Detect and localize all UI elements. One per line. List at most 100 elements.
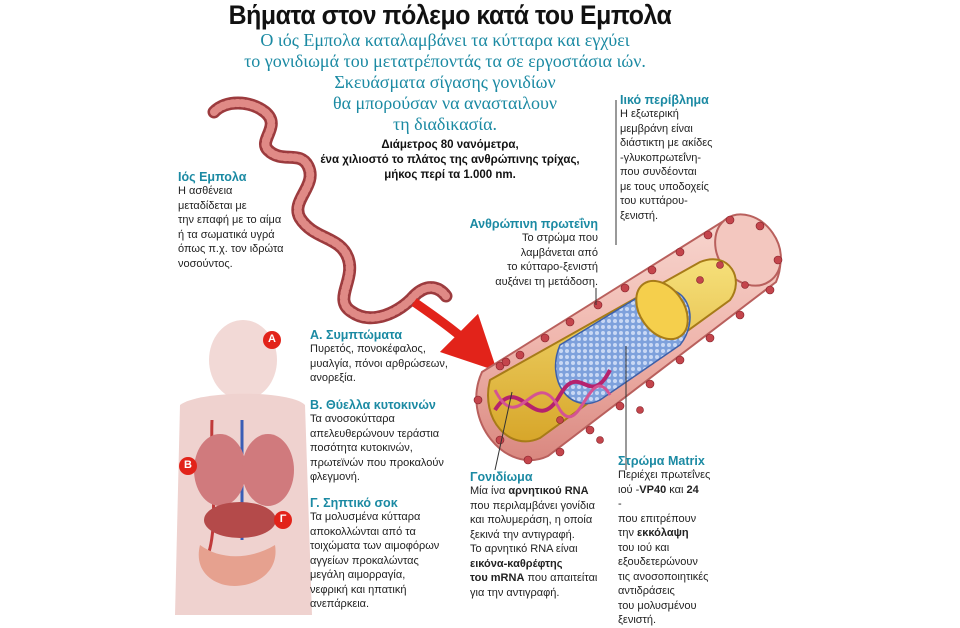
septic-text: Τα μολυσμένα κύτταρα αποκολλώνται από τα… bbox=[310, 510, 439, 612]
genome-text-span: που απαιτείται bbox=[524, 572, 598, 584]
septic-line: τοιχώματα των αιμοφόρων bbox=[310, 540, 440, 552]
genome-heading: Γονιδίωμα bbox=[470, 470, 533, 484]
cytokine-line: απελευθερώνουν τεράστια bbox=[310, 427, 440, 440]
cytokine-heading: Β. Θύελλα κυτοκινών bbox=[310, 398, 436, 412]
cytokine-line: πρωτεϊνών που προκαλούν bbox=[310, 456, 444, 469]
septic-heading: Γ. Σηπτικό σοκ bbox=[310, 496, 398, 510]
virus-callout: Ιός Εμπολα Η ασθένεια μεταδίδεται με την… bbox=[178, 170, 284, 271]
envelope-callout: Ιικό περίβλημα Η εξωτερική μεμβράνη είνα… bbox=[620, 93, 712, 223]
cytokine-line: φλεγμονή. bbox=[310, 471, 360, 483]
envelope-line: διάστικτη με ακίδες bbox=[620, 137, 713, 149]
illustration-layer bbox=[175, 96, 783, 615]
cytokine-line: ποσότητα κυτοκινών, bbox=[310, 442, 413, 454]
virus-heading: Ιός Εμπολα bbox=[178, 170, 247, 184]
envelope-line: -γλυκοπρωτεΐνη- bbox=[620, 151, 701, 164]
leader-lines bbox=[494, 100, 627, 471]
protein-line: Το στρώμα που bbox=[522, 232, 598, 244]
matrix-line: του ιού και bbox=[618, 541, 670, 554]
virus-text: Η ασθένεια μεταδίδεται με την επαφή με τ… bbox=[178, 184, 284, 271]
symptoms-text: Πυρετός, πονοκέφαλος, μυαλγία, πόνοι αρθ… bbox=[310, 342, 448, 386]
envelope-text: Η εξωτερική μεμβράνη είναι διάστικτη με … bbox=[620, 107, 712, 223]
symptoms-line: μυαλγία, πόνοι αρθρώσεων, bbox=[310, 357, 448, 370]
septic-line: αποκολλώνται από τα bbox=[310, 525, 416, 538]
page-title: Βήματα στον πόλεμο κατά του Εμπολα bbox=[228, 0, 672, 30]
matrix-line: Περιέχει πρωτεΐνες bbox=[618, 469, 711, 481]
envelope-line: Η εξωτερική bbox=[620, 108, 679, 120]
matrix-text-span: ιού - bbox=[618, 483, 640, 496]
genome-line: ξεκινά την αντιγραφή. bbox=[470, 528, 575, 541]
genome-text: Μία ίνα αρνητικού RNA που περιλαμβάνει γ… bbox=[470, 484, 597, 600]
septic-line: μεγάλη αιμορραγία, bbox=[310, 569, 406, 581]
intro-line: Σκευάσματα σίγασης γονιδίων bbox=[334, 72, 556, 92]
badge-a: A bbox=[268, 333, 276, 345]
cytokine-text: Τα ανοσοκύτταρα απελευθερώνουν τεράστια … bbox=[310, 412, 444, 485]
matrix-text-span: και bbox=[666, 483, 687, 496]
envelope-line: του κυττάρου- bbox=[620, 195, 688, 207]
protein-line: λαμβάνεται από bbox=[520, 246, 598, 259]
symptoms-line: ανορεξία. bbox=[310, 372, 356, 384]
genome-callout: Γονιδίωμα Μία ίνα αρνητικού RNA που περι… bbox=[470, 470, 597, 600]
genome-line: που περιλαμβάνει γονίδια bbox=[470, 499, 595, 512]
virus-line: ή τα σωματικά υγρά bbox=[178, 228, 275, 241]
badge-b: B bbox=[184, 459, 192, 471]
dimensions-line: μήκος περί τα 1.000 nm. bbox=[384, 169, 516, 181]
genome-bold-span: εικόνα-καθρέφτης bbox=[470, 557, 563, 570]
envelope-line: ξενιστή. bbox=[620, 209, 659, 222]
cytokine-line: Τα ανοσοκύτταρα bbox=[310, 413, 395, 425]
intro-line: τη διαδικασία. bbox=[392, 114, 498, 134]
virus-line: την επαφή με το αίμα bbox=[178, 214, 282, 226]
matrix-bold-span: VP40 bbox=[639, 483, 667, 496]
matrix-line: που επιτρέπουν bbox=[618, 512, 697, 525]
intro-line: το γονιδιωμά του μετατρέποντάς τα σε εργ… bbox=[244, 51, 646, 71]
dimensions-note: Διάμετρος 80 νανόμετρα, ένα χιλιοστό το … bbox=[300, 138, 600, 183]
cytokine-callout: Β. Θύελλα κυτοκινών Τα ανοσοκύτταρα απελ… bbox=[310, 398, 444, 485]
matrix-bold-span: εκκόλαψη bbox=[637, 527, 689, 539]
matrix-line: του μολυσμένου bbox=[618, 599, 697, 612]
virus-cross-section-illustration bbox=[473, 213, 783, 465]
genome-bold-span: αρνητικού RNA bbox=[508, 485, 589, 497]
matrix-line: εξουδετερώνουν bbox=[618, 556, 698, 568]
pointer-arrow bbox=[411, 298, 498, 372]
septic-callout: Γ. Σηπτικό σοκ Τα μολυσμένα κύτταρα αποκ… bbox=[310, 496, 439, 612]
septic-line: αγγείων προκαλώντας bbox=[310, 554, 419, 567]
matrix-line: - bbox=[618, 498, 622, 510]
genome-line: και πολυμεράση, η οποία bbox=[470, 514, 593, 526]
septic-line: ανεπάρκεια. bbox=[310, 598, 370, 610]
genome-line: Το αρνητικό RNA είναι bbox=[470, 543, 578, 555]
ebola-filament-illustration bbox=[207, 96, 453, 325]
protein-text: Το στρώμα που λαμβάνεται από το κύτταρο-… bbox=[460, 231, 598, 289]
matrix-heading: Στρώμα Matrix bbox=[618, 454, 705, 468]
envelope-line: μεμβράνη είναι bbox=[620, 122, 693, 135]
protein-callout: Ανθρώπινη πρωτεΐνη Το στρώμα που λαμβάνε… bbox=[460, 217, 598, 289]
symptoms-heading: Α. Συμπτώματα bbox=[310, 328, 403, 342]
septic-line: Τα μολυσμένα κύτταρα bbox=[310, 511, 421, 523]
virus-line: Η ασθένεια bbox=[178, 185, 233, 197]
symptoms-callout: Α. Συμπτώματα Πυρετός, πονοκέφαλος, μυαλ… bbox=[310, 328, 448, 386]
matrix-line: τις ανοσοποιητικές bbox=[618, 570, 709, 583]
dimensions-line: Διάμετρος 80 νανόμετρα, bbox=[381, 139, 519, 151]
envelope-heading: Ιικό περίβλημα bbox=[620, 93, 709, 107]
genome-line: για την αντιγραφή. bbox=[470, 586, 560, 599]
symptoms-line: Πυρετός, πονοκέφαλος, bbox=[310, 343, 426, 355]
intro-text: Ο ιός Εμπολα καταλαμβάνει τα κύτταρα και… bbox=[185, 30, 705, 135]
human-body-illustration bbox=[175, 320, 312, 615]
matrix-callout: Στρώμα Matrix Περιέχει πρωτεΐνες ιού -VP… bbox=[618, 454, 710, 628]
protein-heading: Ανθρώπινη πρωτεΐνη bbox=[469, 217, 598, 231]
septic-line: νεφρική και ηπατική bbox=[310, 583, 407, 596]
badge-g: Γ bbox=[279, 513, 287, 525]
virus-line: μεταδίδεται με bbox=[178, 199, 247, 212]
protein-line: αυξάνει τη μετάδοση. bbox=[495, 275, 598, 288]
matrix-text: Περιέχει πρωτεΐνες ιού -VP40 και 24 - πο… bbox=[618, 468, 710, 628]
matrix-text-span: την bbox=[618, 527, 638, 539]
virus-line: όπως π.χ. τον ιδρώτα bbox=[178, 243, 284, 255]
intro-line: θα μπορούσαν να ανασταιλουν bbox=[332, 93, 557, 113]
virus-line: νοσούντος. bbox=[178, 257, 233, 270]
matrix-line: ξενιστή. bbox=[618, 614, 657, 626]
envelope-line: με τους υποδοχείς bbox=[620, 180, 709, 193]
intro-line: Ο ιός Εμπολα καταλαμβάνει τα κύτταρα και… bbox=[260, 30, 630, 50]
envelope-line: που συνδέονται bbox=[620, 166, 697, 178]
protein-line: το κύτταρο-ξενιστή bbox=[507, 261, 598, 273]
genome-text-span: Μία ίνα bbox=[470, 485, 509, 497]
dimensions-line: ένα χιλιοστό το πλάτος της ανθρώπινης τρ… bbox=[320, 154, 580, 166]
genome-bold-span: του mRNA bbox=[470, 572, 525, 584]
